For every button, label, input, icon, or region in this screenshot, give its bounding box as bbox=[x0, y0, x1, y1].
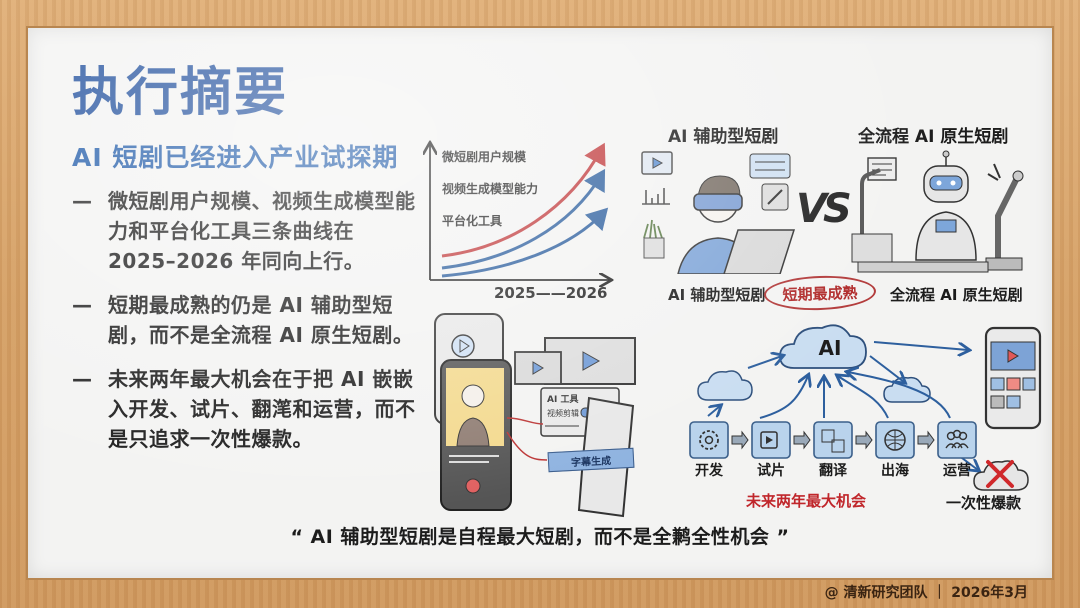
bullet-dash: — bbox=[72, 189, 92, 213]
bullet-list: — 微短剧用户规模、视频生成模型能力和平台化工具三条曲线在 2025–2026 … bbox=[72, 186, 422, 468]
whiteboard: 执行摘要 AI 短剧已经进入产业试探期 — 微短剧用户规模、视频生成模型能力和平… bbox=[28, 28, 1052, 578]
series-label-users: 微短剧用户规模 bbox=[442, 150, 527, 164]
series-label-tools: 平台化工具 bbox=[442, 214, 503, 228]
mobile-short-drama-icon bbox=[434, 313, 636, 518]
right-caption: 全流程 AI 原生短剧 bbox=[890, 286, 1023, 304]
bullet-item: — 微短剧用户规模、视频生成模型能力和平台化工具三条曲线在 2025–2026 … bbox=[72, 186, 422, 276]
vr-creator-illustration-icon bbox=[641, 151, 796, 274]
series-label-models: 视频生成模型能力 bbox=[442, 182, 539, 196]
trend-chart: 微短剧用户规模 视频生成模型能力 平台化工具 2025——2026 bbox=[420, 128, 620, 308]
bullet-text: 短期最成熟的仍是 AI 辅助型短剧，而不是全流程 AI 原生短剧。 bbox=[108, 293, 414, 347]
right-title: 全流程 AI 原生短剧 bbox=[858, 127, 1009, 147]
step-develop: 开发 bbox=[695, 463, 723, 479]
step-translate: 翻译 bbox=[819, 463, 847, 479]
opportunity-label: 未来两年最大机会 bbox=[746, 492, 867, 510]
trend-chart-axes-icon bbox=[420, 128, 620, 308]
ai-robot-illustration-icon bbox=[851, 150, 1024, 273]
workflow-arrows-icon bbox=[689, 324, 1042, 491]
bullet-dash: — bbox=[72, 367, 92, 391]
left-caption: AI 辅助型短剧 bbox=[668, 286, 766, 304]
step-pilot: 试片 bbox=[757, 463, 785, 479]
bullet-dash: — bbox=[72, 293, 92, 317]
phones-illustration: AI 工具 视频剪辑 字幕生成 bbox=[423, 308, 648, 518]
page-subtitle: AI 短剧已经进入产业试探期 bbox=[72, 143, 399, 172]
ai-tool-panel-title: AI 工具 bbox=[547, 395, 579, 405]
step-operations: 运营 bbox=[943, 463, 971, 479]
bullet-item: — 未来两年最大机会在于把 AI 嵌嵌入开发、试片、翻滗和运营，而不是只追求一次… bbox=[72, 364, 422, 454]
ai-workflow-diagram: AI 开发 试片 翻译 出海 运营 未来两年最大机会 一次性爆款 bbox=[648, 320, 1048, 520]
step-overseas: 出海 bbox=[881, 463, 909, 479]
most-mature-badge: 短期最成熟 bbox=[763, 274, 877, 312]
left-title: AI 辅助型短剧 bbox=[668, 127, 779, 147]
x-axis-label: 2025——2026 bbox=[494, 284, 608, 302]
key-quote: “ AI 辅助型短剧是自程最大短剧，而不是全鹣全性机会 ” bbox=[290, 526, 790, 548]
ai-tool-panel-row: 视频剪辑 bbox=[547, 409, 579, 418]
ai-hub-label: AI bbox=[818, 336, 842, 360]
vs-label: VS bbox=[796, 186, 852, 232]
bullet-text: 微短剧用户规模、视频生成模型能力和平台化工具三条曲线在 2025–2026 年同… bbox=[108, 189, 416, 273]
page-title: 执行摘要 bbox=[72, 63, 289, 123]
footer-credit: @ 清新研究团队 ｜ 2026年3月 bbox=[824, 585, 1028, 601]
one-time-hit-label: 一次性爆款 bbox=[946, 494, 1022, 512]
bullet-item: — 短期最成熟的仍是 AI 辅助型短剧，而不是全流程 AI 原生短剧。 bbox=[72, 290, 422, 350]
bullet-text: 未来两年最大机会在于把 AI 嵌嵌入开发、试片、翻滗和运营，而不是只追求一次性爆… bbox=[108, 367, 416, 451]
comparison-panel: AI 辅助型短剧 全流程 AI 原生短剧 VS bbox=[628, 116, 1048, 316]
